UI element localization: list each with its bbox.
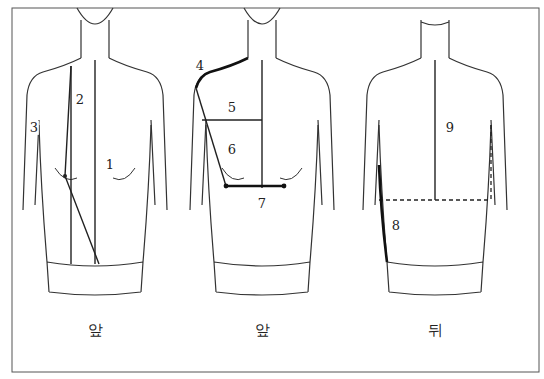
view-caption: 앞	[87, 322, 104, 339]
view-caption: 뒤	[427, 322, 444, 339]
callout-number: 5	[227, 101, 237, 115]
callout-number: 9	[445, 121, 455, 135]
callout-number: 1	[105, 158, 115, 172]
callout-number: 4	[195, 59, 205, 73]
callout-number: 6	[227, 143, 237, 157]
callout-number: 3	[29, 121, 39, 135]
view-caption: 앞	[254, 322, 271, 339]
callout-number: 7	[257, 197, 267, 211]
callout-number: 2	[75, 93, 85, 107]
callout-number: 8	[391, 219, 401, 233]
